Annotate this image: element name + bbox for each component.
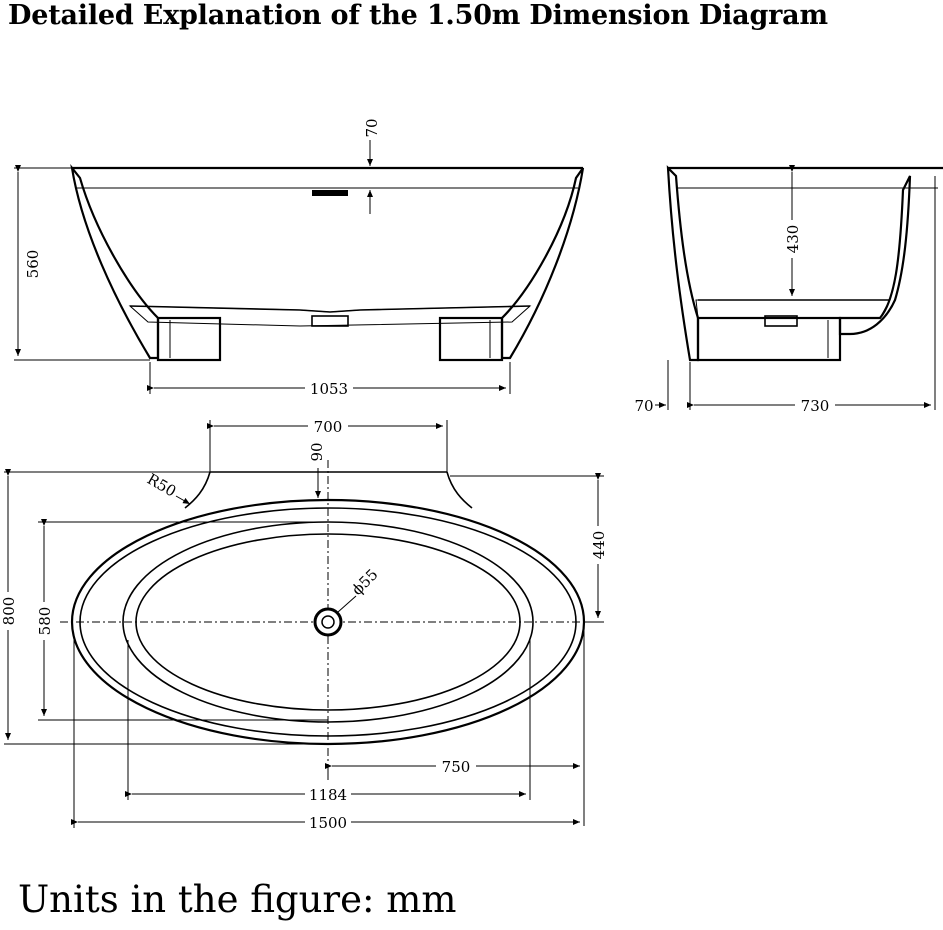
half-length-label: 750 [442,758,471,776]
overflow-icon [312,190,348,196]
front-shell-left [70,164,160,360]
front-rim-label: 70 [363,118,381,137]
side-offset-label: 70 [634,397,653,415]
front-shell-right [500,167,585,360]
total-length-label: 1500 [309,814,347,832]
side-view: 430 70 730 [634,165,943,415]
units-note: Units in the figure: mm [18,878,457,921]
side-width-label: 730 [801,397,830,415]
inner-length-label: 1184 [309,786,347,804]
side-shell-left [666,165,700,362]
side-shell-right [838,175,912,336]
front-height-label: 560 [24,250,42,279]
side-depth-label: 430 [784,225,802,254]
top-neck [184,471,473,509]
front-foot-left [156,316,222,362]
inner-width-label: 580 [36,607,54,636]
side-drain-icon [764,315,798,327]
half-width-label: 440 [590,531,608,560]
drain-diameter-label: ϕ55 [348,565,381,598]
side-foot [696,316,842,362]
total-width-label: 800 [0,597,18,626]
neck-width-label: 700 [314,418,343,436]
drain-icon [311,315,349,327]
front-view: 560 70 1053 [14,118,585,398]
radius-label: R50 [144,470,179,501]
top-view: ϕ55 700 90 R50 800 580 440 [0,418,608,832]
front-foot-right [438,316,504,362]
dimension-diagram: 560 70 1053 430 70 730 [0,118,943,832]
front-base-width-label: 1053 [310,380,348,398]
neck-depth-label: 90 [308,442,326,461]
diagram-title: Detailed Explanation of the 1.50m Dimens… [8,0,828,31]
